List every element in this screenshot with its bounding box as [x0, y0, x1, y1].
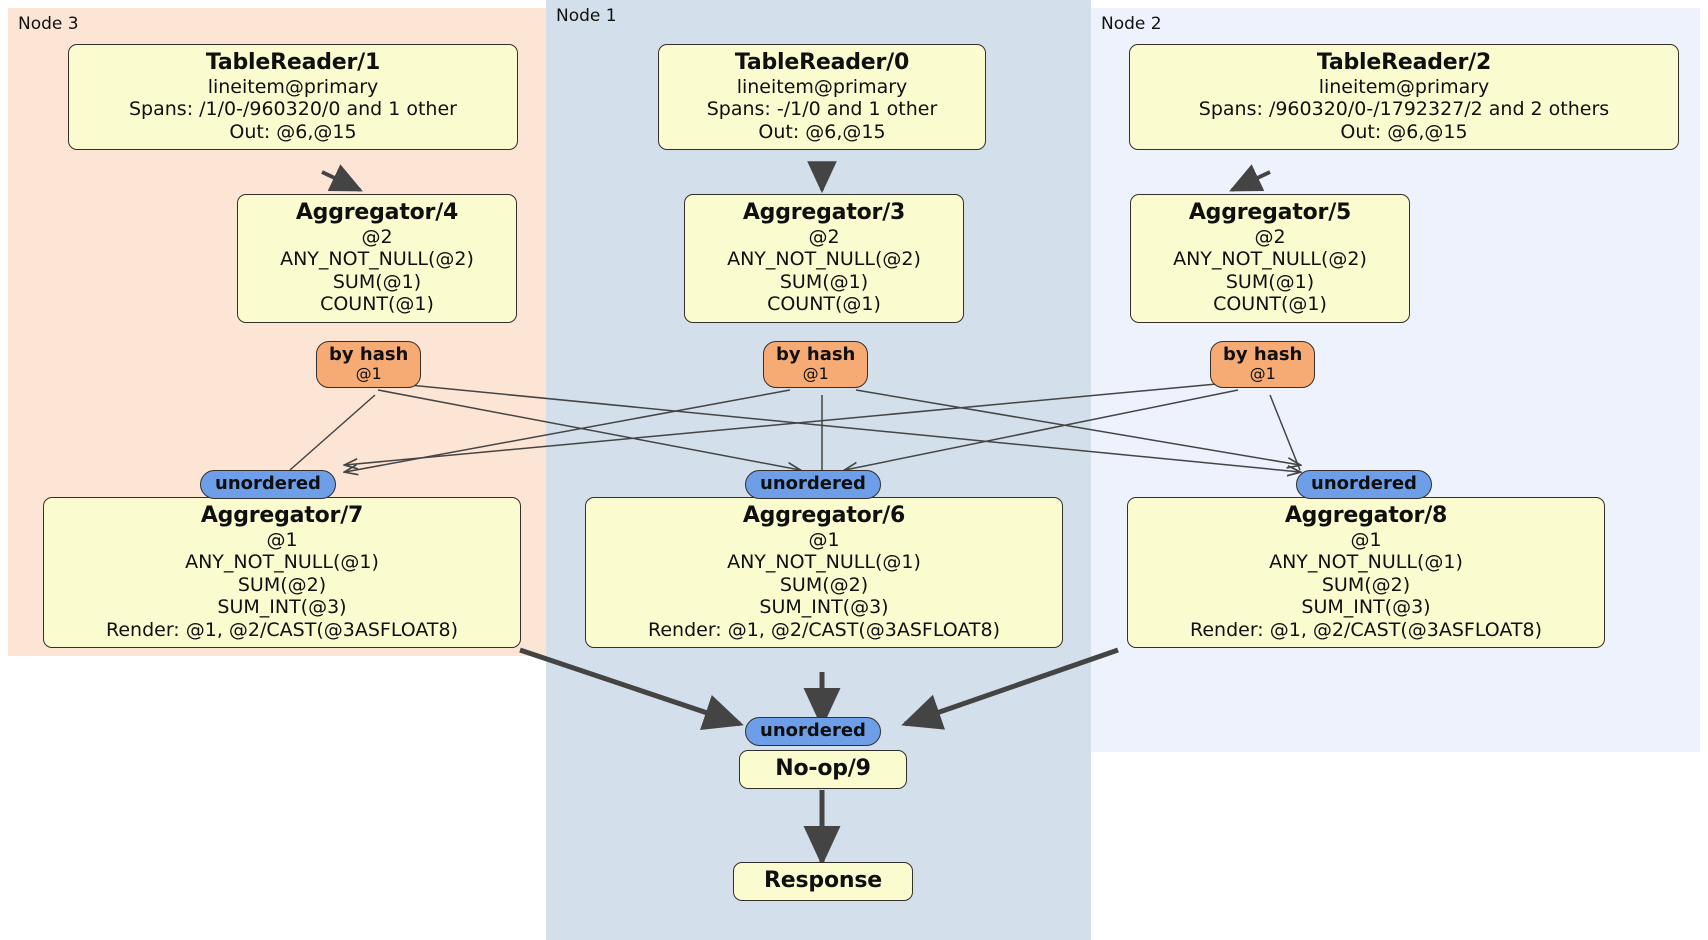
sync-badge-label: unordered [760, 720, 866, 741]
node-panel-label-node1: Node 1 [556, 6, 617, 26]
processor-aggregator-5[interactable]: Aggregator/5 @2 ANY_NOT_NULL(@2) SUM(@1)… [1130, 194, 1410, 323]
router-badge-column: @1 [802, 364, 829, 384]
sync-badge-unordered-final[interactable]: unordered [745, 717, 881, 747]
processor-aggregator-6[interactable]: Aggregator/6 @1 ANY_NOT_NULL(@1) SUM(@2)… [585, 497, 1063, 648]
processor-line: lineitem@primary [207, 75, 379, 98]
processor-line: @2 [361, 225, 393, 248]
processor-line: @1 [808, 528, 840, 551]
processor-line: ANY_NOT_NULL(@2) [280, 248, 474, 271]
sync-badge-unordered-mid[interactable]: unordered [745, 470, 881, 500]
router-badge-by-hash-right[interactable]: by hash @1 [1210, 341, 1316, 389]
processor-aggregator-3[interactable]: Aggregator/3 @2 ANY_NOT_NULL(@2) SUM(@1)… [684, 194, 964, 323]
processor-table-reader-0[interactable]: TableReader/0 lineitem@primary Spans: -/… [658, 44, 986, 151]
router-badge-label: by hash [776, 344, 856, 365]
node-panel-label-node3: Node 3 [18, 14, 79, 34]
processor-line: COUNT(@1) [320, 293, 434, 316]
router-badge-by-hash-left[interactable]: by hash @1 [316, 341, 422, 389]
processor-line: Spans: /1/0-/960320/0 and 1 other [129, 98, 457, 121]
processor-title: Aggregator/7 [200, 503, 364, 528]
sync-badge-unordered-left[interactable]: unordered [200, 470, 336, 500]
processor-line: Out: @6,@15 [229, 120, 357, 143]
processor-line: SUM(@1) [1225, 270, 1315, 293]
processor-title: Aggregator/8 [1284, 503, 1448, 528]
processor-line: SUM_INT(@3) [759, 596, 889, 619]
processor-title: Response [764, 868, 882, 893]
processor-line: lineitem@primary [736, 75, 908, 98]
processor-table-reader-1[interactable]: TableReader/1 lineitem@primary Spans: /1… [68, 44, 518, 151]
processor-line: @1 [1350, 528, 1382, 551]
node-panel-label-node2: Node 2 [1101, 14, 1162, 34]
processor-aggregator-7[interactable]: Aggregator/7 @1 ANY_NOT_NULL(@1) SUM(@2)… [43, 497, 521, 648]
processor-line: Render: @1, @2/CAST(@3ASFLOAT8) [106, 618, 458, 641]
processor-line: Out: @6,@15 [758, 120, 886, 143]
router-badge-by-hash-mid[interactable]: by hash @1 [763, 341, 869, 389]
processor-noop-9[interactable]: No-op/9 [739, 750, 907, 789]
processor-line: SUM(@2) [779, 573, 869, 596]
processor-line: Spans: /960320/0-/1792327/2 and 2 others [1198, 98, 1610, 121]
processor-title: TableReader/1 [205, 50, 381, 75]
processor-line: Out: @6,@15 [1340, 120, 1468, 143]
router-badge-label: by hash [1223, 344, 1303, 365]
processor-title: Aggregator/4 [295, 200, 459, 225]
processor-title: Aggregator/3 [742, 200, 906, 225]
processor-line: ANY_NOT_NULL(@1) [185, 551, 379, 574]
processor-aggregator-4[interactable]: Aggregator/4 @2 ANY_NOT_NULL(@2) SUM(@1)… [237, 194, 517, 323]
processor-line: SUM(@2) [1321, 573, 1411, 596]
processor-line: SUM(@1) [779, 270, 869, 293]
sync-badge-label: unordered [760, 473, 866, 494]
processor-line: lineitem@primary [1318, 75, 1490, 98]
sync-badge-label: unordered [215, 473, 321, 494]
processor-title: No-op/9 [775, 756, 871, 781]
processor-line: Spans: -/1/0 and 1 other [706, 98, 938, 121]
processor-line: Render: @1, @2/CAST(@3ASFLOAT8) [1190, 618, 1542, 641]
processor-title: Aggregator/6 [742, 503, 906, 528]
processor-line: ANY_NOT_NULL(@1) [1269, 551, 1463, 574]
processor-line: ANY_NOT_NULL(@2) [1173, 248, 1367, 271]
router-badge-column: @1 [355, 364, 382, 384]
processor-line: Render: @1, @2/CAST(@3ASFLOAT8) [648, 618, 1000, 641]
processor-title: TableReader/2 [1316, 50, 1492, 75]
processor-line: @2 [1254, 225, 1286, 248]
processor-line: COUNT(@1) [767, 293, 881, 316]
processor-response[interactable]: Response [733, 862, 913, 901]
router-badge-column: @1 [1249, 364, 1276, 384]
sync-badge-unordered-right[interactable]: unordered [1296, 470, 1432, 500]
processor-aggregator-8[interactable]: Aggregator/8 @1 ANY_NOT_NULL(@1) SUM(@2)… [1127, 497, 1605, 648]
processor-line: SUM(@1) [332, 270, 422, 293]
processor-line: SUM_INT(@3) [217, 596, 347, 619]
router-badge-label: by hash [329, 344, 409, 365]
processor-line: SUM(@2) [237, 573, 327, 596]
processor-line: COUNT(@1) [1213, 293, 1327, 316]
sync-badge-label: unordered [1311, 473, 1417, 494]
processor-title: TableReader/0 [734, 50, 910, 75]
processor-line: ANY_NOT_NULL(@1) [727, 551, 921, 574]
processor-title: Aggregator/5 [1188, 200, 1352, 225]
processor-table-reader-2[interactable]: TableReader/2 lineitem@primary Spans: /9… [1129, 44, 1679, 151]
processor-line: @2 [808, 225, 840, 248]
processor-line: @1 [266, 528, 298, 551]
processor-line: SUM_INT(@3) [1301, 596, 1431, 619]
processor-line: ANY_NOT_NULL(@2) [727, 248, 921, 271]
